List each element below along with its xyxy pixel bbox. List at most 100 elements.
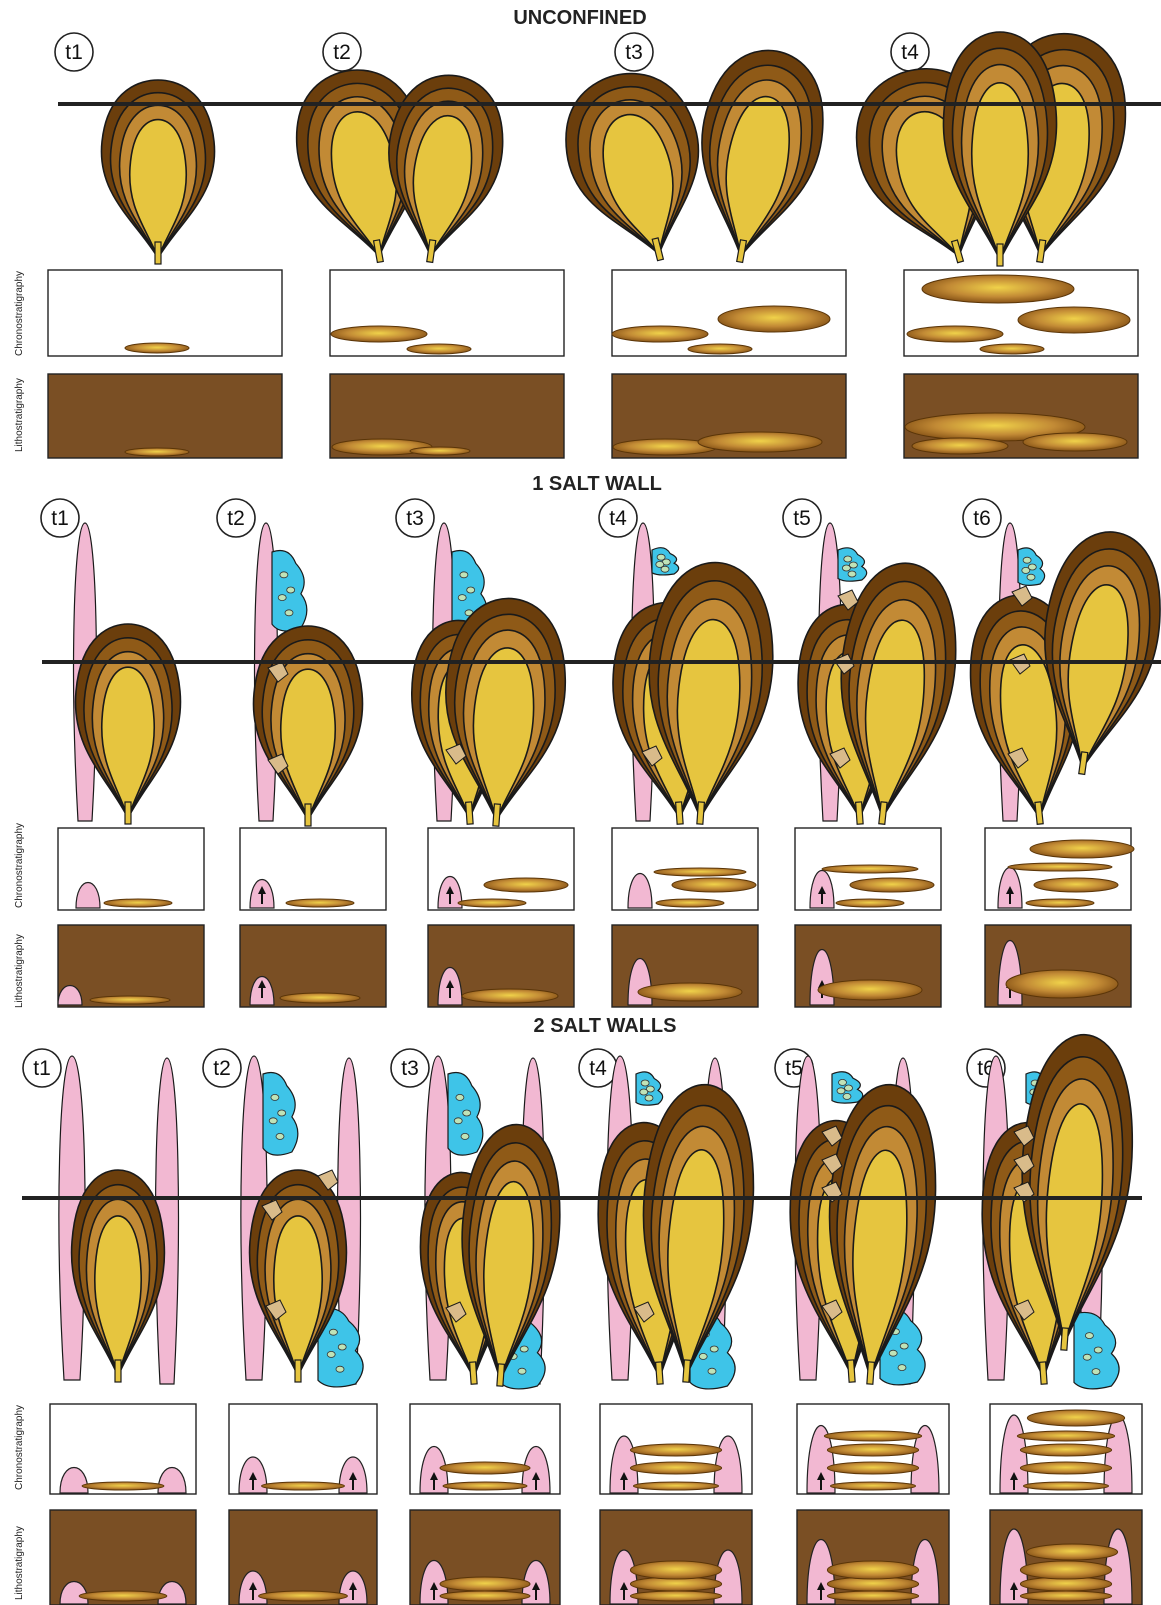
clast [460, 572, 468, 578]
clast [900, 1343, 908, 1349]
lobe [681, 41, 835, 272]
clast [641, 1080, 649, 1086]
sand-lens [1027, 1410, 1124, 1426]
sand-lens [1006, 970, 1118, 998]
clast [1027, 574, 1035, 580]
time-step-label: t4 [609, 507, 627, 530]
section-title: 1 SALT WALL [532, 473, 662, 495]
time-step-label: t1 [51, 507, 69, 530]
sand-lens [407, 344, 471, 354]
sand-lens [827, 1591, 918, 1601]
sand-lens [630, 1444, 721, 1456]
clast [640, 1089, 648, 1095]
clast [848, 571, 856, 577]
debris-flow [832, 1072, 863, 1103]
sand-lens [830, 1482, 915, 1490]
feeder-channel [997, 244, 1003, 266]
section-2-salt-walls: 2 SALT WALLS t1t2t3t4t5t6 Chronostratigr… [14, 1015, 1142, 1605]
time-step-badge: t1 [55, 33, 93, 71]
clast [520, 1346, 528, 1352]
feeder-channel [295, 1360, 301, 1382]
feeder-channel [305, 804, 311, 826]
time-step-badge: t1 [41, 499, 79, 537]
sand-lens [1026, 1544, 1117, 1560]
feeder-channel [155, 242, 161, 264]
sand-lens [922, 275, 1074, 303]
sand-lens [1020, 1561, 1111, 1579]
sand-lens [458, 899, 526, 907]
clast [454, 1118, 462, 1124]
time-step-label: t4 [901, 41, 919, 64]
clast [285, 610, 293, 616]
lobe-layer [102, 667, 155, 818]
clast [458, 595, 466, 601]
clast [278, 1110, 286, 1116]
sand-lens [827, 1561, 918, 1579]
clast [463, 1110, 471, 1116]
sand-lens [980, 344, 1044, 354]
clast [842, 565, 850, 571]
chrono-row-label: Chronostratigraphy [14, 1405, 25, 1490]
feeder-channel [676, 802, 684, 824]
clast [645, 1095, 653, 1101]
clast [338, 1344, 346, 1350]
time-step-label: t1 [65, 41, 83, 64]
clast [287, 587, 295, 593]
clast [269, 1118, 277, 1124]
sand-lens [90, 996, 170, 1004]
two-wall-panels [50, 1404, 1142, 1605]
clast [456, 1094, 464, 1100]
sand-lens [850, 878, 934, 892]
litho-row-label: Lithostratigraphy [14, 1526, 25, 1600]
sand-lens [1026, 899, 1094, 907]
time-step-label: t5 [793, 507, 811, 530]
sand-lens [1017, 1431, 1114, 1441]
time-step-label: t2 [227, 507, 245, 530]
clast [518, 1368, 526, 1374]
sand-lens [1008, 863, 1112, 871]
sand-lens [440, 1462, 530, 1474]
sand-lens [836, 899, 904, 907]
lobe-layer [281, 669, 336, 820]
time-step-badge: t5 [783, 499, 821, 537]
time-step-badge: t3 [396, 499, 434, 537]
feeder-channel [466, 802, 474, 824]
feeder-channel [493, 804, 501, 826]
sand-lens [262, 1482, 345, 1490]
sand-lens [827, 1444, 918, 1456]
sand-lens [654, 868, 746, 876]
feeder-channel [656, 1362, 664, 1384]
debris-flow [1074, 1312, 1119, 1388]
clast [280, 572, 288, 578]
litho-panel [48, 374, 282, 458]
sand-lens [440, 1577, 530, 1591]
time-step-label: t4 [589, 1057, 607, 1080]
time-step-badge: t6 [963, 499, 1001, 537]
clast [843, 1093, 851, 1099]
unconfined-panels [48, 270, 1138, 458]
sand-lens [440, 1591, 530, 1601]
feeder-channel [856, 802, 864, 824]
time-step-label: t2 [333, 41, 351, 64]
feeder-channel [470, 1362, 478, 1384]
clast [329, 1329, 337, 1335]
sand-lens [82, 1482, 164, 1490]
sand-lens [912, 438, 1008, 454]
sand-lens [638, 983, 742, 1001]
litho-row-label: Lithostratigraphy [14, 378, 25, 452]
sand-lens [1020, 1444, 1111, 1456]
clast [839, 1079, 847, 1085]
lobe [551, 60, 724, 276]
time-step-badge: t4 [579, 1049, 617, 1087]
lobe-layer [130, 120, 187, 258]
time-step-badge: t2 [203, 1049, 241, 1087]
time-step-label: t5 [785, 1057, 803, 1080]
time-step-label: t6 [973, 507, 991, 530]
sand-lens [125, 343, 189, 353]
chrono-row-label: Chronostratigraphy [14, 823, 25, 908]
lobe-layer [274, 1216, 322, 1376]
lobe-layer [95, 1216, 141, 1376]
debris-flow [448, 1072, 483, 1155]
